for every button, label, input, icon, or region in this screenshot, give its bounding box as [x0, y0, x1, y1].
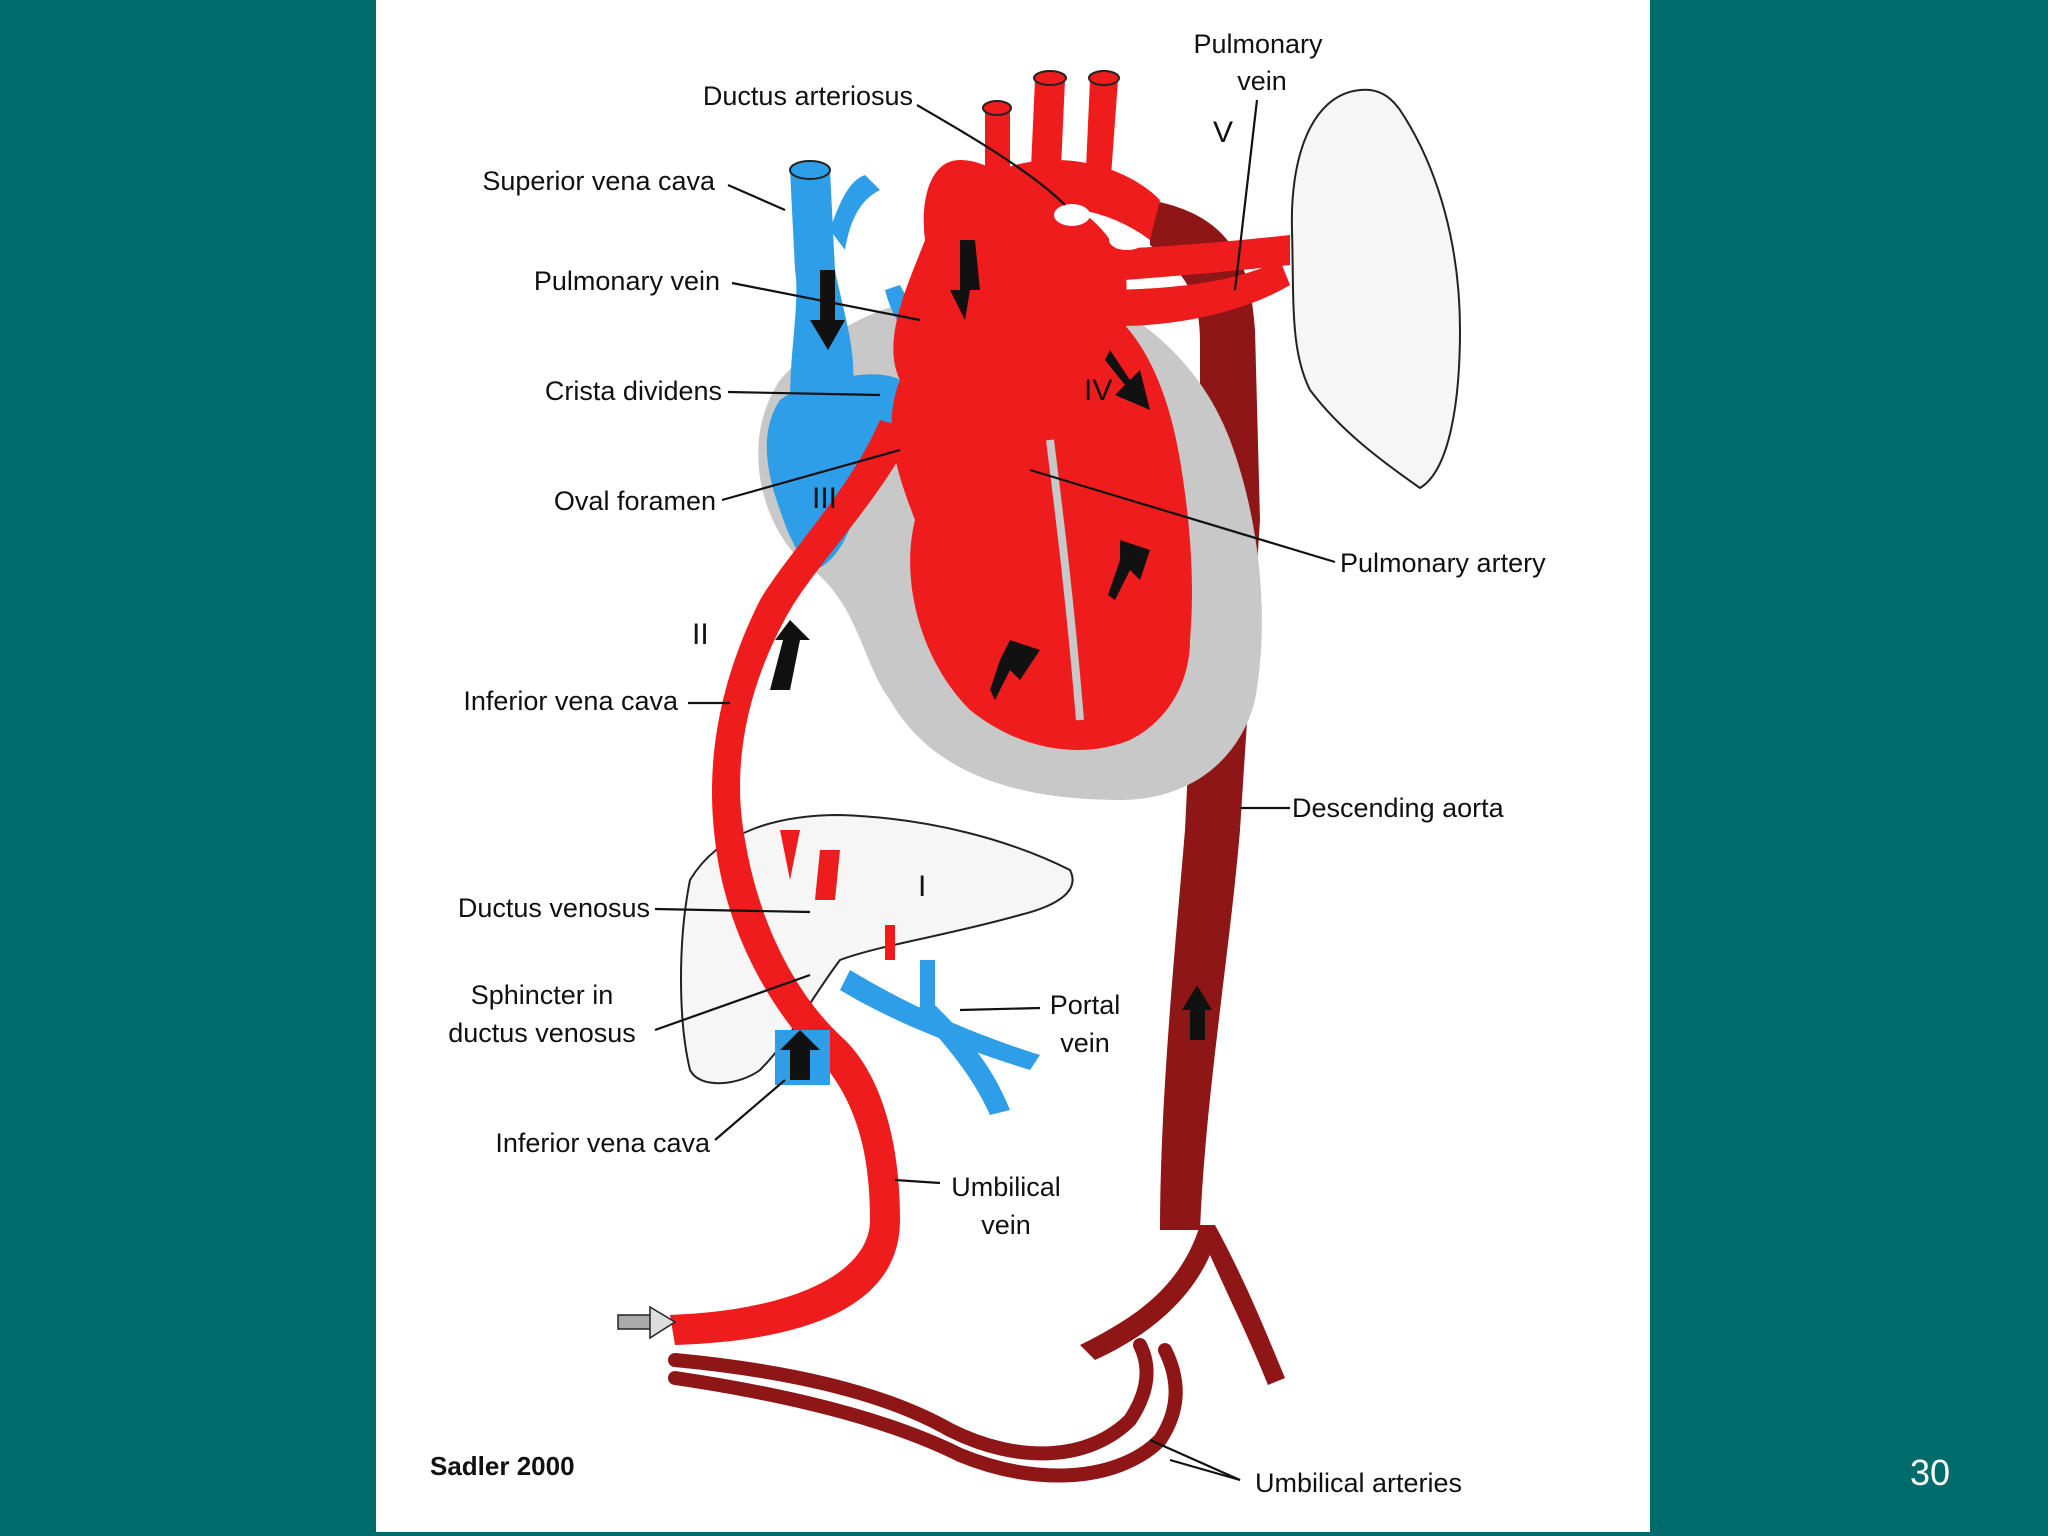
- label-umbilical-vein-2: vein: [981, 1210, 1031, 1240]
- umbilical-arteries: [668, 1338, 1183, 1483]
- roman-IV: IV: [1084, 374, 1112, 407]
- label-portal-vein-2: vein: [1060, 1028, 1110, 1058]
- pulmonary-artery-trunk: [990, 230, 1290, 430]
- aortic-arch-vessels: [930, 70, 1160, 240]
- label-ductus-arteriosus: Ductus arteriosus: [703, 81, 913, 111]
- label-sphincter-1: Sphincter in: [471, 980, 614, 1010]
- label-inferior-vena-cava-lower: Inferior vena cava: [495, 1128, 711, 1158]
- label-portal-vein-1: Portal: [1050, 990, 1121, 1020]
- roman-V: V: [1213, 116, 1233, 149]
- umbilical-clamp: [617, 1305, 677, 1340]
- label-pulmonary-vein-left: Pulmonary vein: [534, 266, 720, 296]
- lung: [1290, 88, 1462, 490]
- label-umbilical-vein-1: Umbilical: [951, 1172, 1061, 1202]
- page-number: 30: [1909, 1452, 1950, 1493]
- label-inferior-vena-cava-upper: Inferior vena cava: [463, 686, 679, 716]
- label-superior-vena-cava: Superior vena cava: [482, 166, 716, 196]
- label-oval-foramen: Oval foramen: [554, 486, 716, 516]
- figure-credit: Sadler 2000: [430, 1451, 575, 1481]
- liver: [680, 813, 1074, 1085]
- label-descending-aorta: Descending aorta: [1292, 793, 1505, 823]
- leader-lines: [654, 99, 1336, 1482]
- ventricular-septum: [1046, 439, 1084, 721]
- roman-I: I: [918, 870, 926, 903]
- label-sphincter-2: ductus venosus: [448, 1018, 636, 1048]
- umbilical-vein: [670, 420, 915, 1345]
- label-crista-dividens: Crista dividens: [545, 376, 722, 406]
- roman-III: III: [812, 482, 837, 515]
- label-ductus-venosus: Ductus venosus: [458, 893, 650, 923]
- ductus-arteriosus-openings: [1054, 204, 1145, 250]
- flow-arrows: [770, 240, 1212, 1080]
- label-pulmonary-artery: Pulmonary artery: [1340, 548, 1546, 578]
- label-umbilical-arteries: Umbilical arteries: [1255, 1468, 1462, 1498]
- label-pulmonary-vein-top-2: vein: [1237, 66, 1287, 96]
- roman-II: II: [692, 618, 709, 651]
- label-pulmonary-vein-top-1: Pulmonary: [1193, 29, 1323, 59]
